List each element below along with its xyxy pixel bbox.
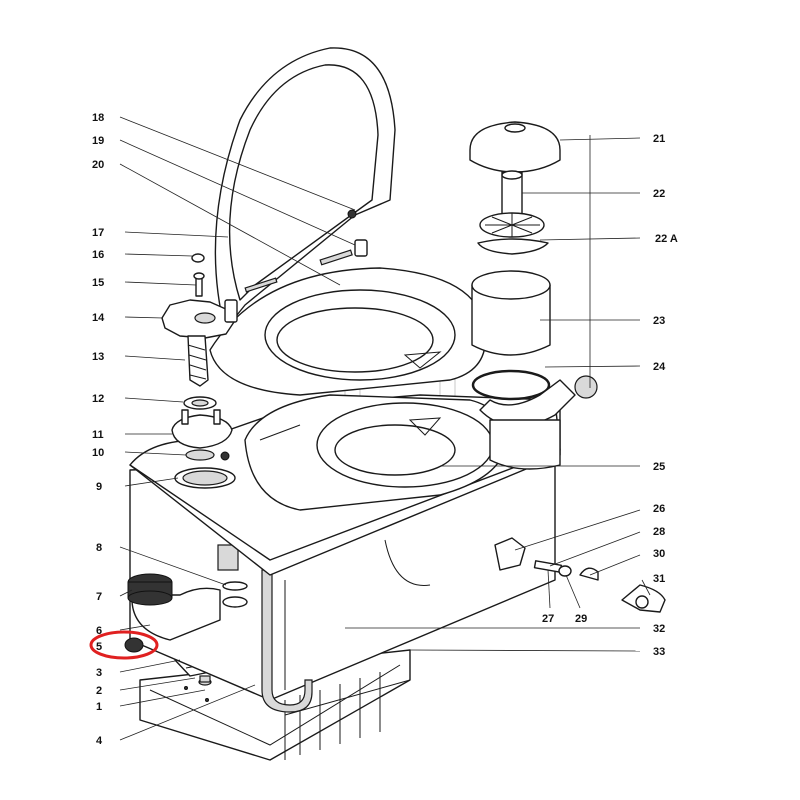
callout-4: 4 [96,735,103,747]
callout-29: 29 [575,613,587,625]
highlight-circle [89,630,159,660]
callout-13: 13 [92,351,104,363]
hinge-pins [191,239,368,297]
callout-27: 27 [542,613,554,625]
callout-7: 7 [96,591,102,603]
callout-8: 8 [96,542,102,554]
water-tank-parts [469,121,598,470]
callout-10: 10 [92,447,104,459]
callout-26: 26 [653,503,665,515]
callout-22a: 22 A [655,233,678,245]
callout-20: 20 [92,159,104,171]
callout-15: 15 [92,277,104,289]
valve-assembly [171,396,233,461]
valve-handle-parts [494,537,666,613]
callout-11: 11 [92,429,104,441]
callout-33: 33 [653,646,665,658]
callout-21: 21 [653,133,665,145]
callout-12: 12 [92,393,104,405]
callout-28: 28 [653,526,665,538]
callout-32: 32 [653,623,665,635]
callout-3: 3 [96,667,102,679]
leader-lines [119,116,651,741]
float-assembly [127,544,248,641]
callout-labels: 18 19 20 17 16 15 14 13 12 11 10 9 8 7 6… [92,112,678,747]
callout-6: 6 [96,625,102,637]
callout-16: 16 [92,249,104,261]
callout-1: 1 [96,701,102,713]
callout-22: 22 [653,188,665,200]
callout-9: 9 [96,481,102,493]
callout-25: 25 [653,461,665,473]
flush-knob-assembly [161,299,238,387]
toilet-seat [209,267,487,396]
callout-24: 24 [653,361,666,373]
callout-14: 14 [92,312,105,324]
part-5-plug [124,637,144,653]
callout-2: 2 [96,685,102,697]
toilet-lid [214,47,396,331]
callout-19: 19 [92,135,104,147]
callout-31: 31 [653,573,665,585]
callout-30: 30 [653,548,665,560]
callout-5: 5 [96,641,102,653]
callout-17: 17 [92,227,104,239]
drain-pipe [261,569,313,713]
callout-23: 23 [653,315,665,327]
callout-18: 18 [92,112,104,124]
